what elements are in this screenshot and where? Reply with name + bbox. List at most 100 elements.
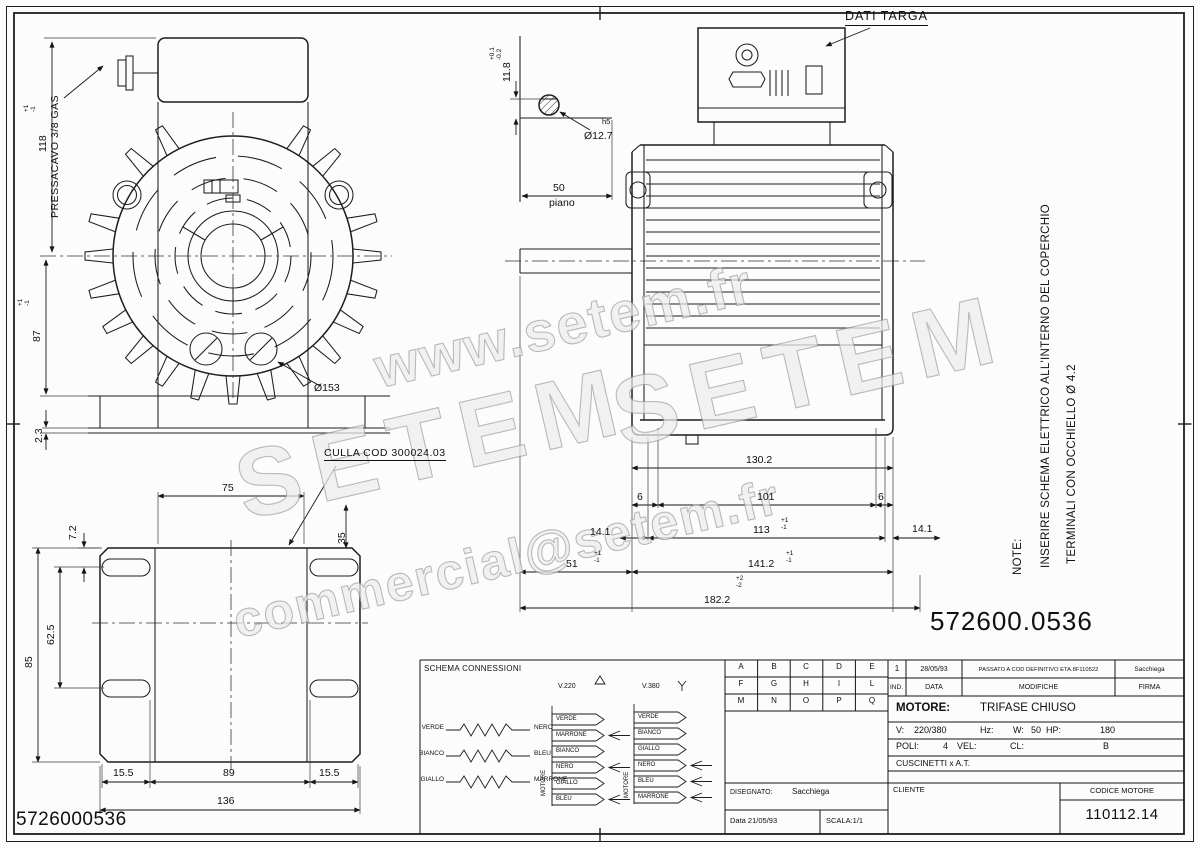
dim-label-6b: 6 bbox=[878, 491, 884, 503]
hz-label: Hz: bbox=[980, 725, 994, 735]
schema-connessioni-title: SCHEMA CONNESSIONI bbox=[424, 664, 522, 673]
v380-header: V.380 bbox=[642, 683, 660, 690]
dim-label-85: 85 bbox=[23, 656, 35, 668]
wire-label-verde: VERDE bbox=[421, 724, 444, 731]
tol-label-1412: +1 -1 bbox=[786, 550, 794, 564]
dim-label-118: 118 bbox=[37, 135, 49, 152]
disegnato-value: Sacchiega bbox=[792, 787, 830, 796]
rev-letter: L bbox=[869, 679, 875, 688]
dim-label-1302: 130.2 bbox=[746, 454, 773, 466]
rev-letter: F bbox=[738, 679, 744, 688]
dim-label-113: 113 bbox=[753, 524, 770, 536]
flat-word-label: piano bbox=[549, 197, 575, 209]
cl-value: B bbox=[1103, 741, 1110, 751]
dim-label-155a: 15.5 bbox=[113, 767, 134, 779]
poli-label: POLI: bbox=[896, 741, 920, 751]
cuscinetti-label: CUSCINETTI x A.T. bbox=[896, 758, 971, 768]
volt-value: 220/380 bbox=[914, 725, 947, 735]
bottom-view bbox=[92, 540, 368, 770]
v220-flag-2: MARRONE bbox=[556, 732, 587, 738]
v380-flag-3: GIALLO bbox=[638, 746, 660, 752]
cliente-label: CLIENTE bbox=[893, 785, 925, 794]
dim-label-89: 89 bbox=[223, 767, 235, 779]
header-firma: FIRMA bbox=[1138, 684, 1161, 691]
v380-flag-4: NERO bbox=[638, 762, 656, 768]
part-number: 572600.0536 bbox=[930, 606, 1093, 636]
data-label: Data 21/05/93 bbox=[730, 816, 778, 825]
hp-value: 180 bbox=[1100, 725, 1116, 735]
tol-label-1822: +2 -2 bbox=[736, 575, 744, 589]
dim-label-136: 136 bbox=[217, 795, 235, 807]
wire-label-nero: NERO bbox=[534, 724, 553, 731]
v220-flag-3: BIANCO bbox=[556, 748, 580, 754]
poli-value: 4 bbox=[943, 741, 949, 751]
wire-label-bleu: BLEU bbox=[534, 750, 551, 757]
dim-label-1412: 141.2 bbox=[748, 558, 775, 570]
tol-label-key-height: +0.1 -0.2 bbox=[489, 47, 503, 60]
dim-label-87: 87 bbox=[31, 330, 43, 342]
front-view bbox=[40, 37, 392, 434]
v380-flag-5: BLEU bbox=[638, 778, 654, 784]
note-line-2: TERMINALI CON OCCHIELLO Ø 4.2 bbox=[1066, 364, 1078, 564]
note-title: NOTE: bbox=[1012, 538, 1024, 575]
dim-label-141r: 14.1 bbox=[912, 523, 933, 535]
tol-label-118: +1 -1 bbox=[23, 104, 37, 112]
wire-label-bianco: BIANCO bbox=[419, 750, 444, 757]
revision-date: 28/05/93 bbox=[920, 666, 948, 673]
side-view bbox=[505, 27, 925, 445]
v380-motore-label: MOTORE bbox=[624, 771, 630, 798]
dim-label-75: 75 bbox=[222, 482, 234, 494]
dimension-lines bbox=[32, 27, 941, 814]
revision-description: PASSATO A COD DEFINITIVO ETA.8F110522 bbox=[978, 667, 1099, 673]
dim-label-dia153: Ø153 bbox=[314, 382, 340, 394]
footer-part-number: 5726000536 bbox=[16, 809, 127, 830]
shaft-key-detail bbox=[519, 36, 612, 202]
header-ind: IND. bbox=[890, 684, 903, 691]
dim-label-51: 51 bbox=[566, 558, 578, 570]
vel-label: VEL: bbox=[957, 741, 977, 751]
revision-signature: Sacchiega bbox=[1134, 666, 1165, 673]
titleblock-lines bbox=[419, 659, 1184, 834]
dim-label-155b: 15.5 bbox=[319, 767, 340, 779]
v220-flag-1: VERDE bbox=[556, 716, 577, 722]
hp-label: HP: bbox=[1046, 725, 1062, 735]
dim-label-625: 62.5 bbox=[45, 624, 57, 645]
dim-label-flat-len: 50 bbox=[553, 182, 565, 194]
tol-label-51: +1 -1 bbox=[594, 550, 602, 564]
dim-label-72: 7.2 bbox=[67, 525, 79, 540]
rev-letter: O bbox=[802, 696, 810, 705]
rev-letter: A bbox=[738, 662, 744, 671]
dim-label-101: 101 bbox=[757, 491, 775, 503]
disegnato-label: DISEGNATO: bbox=[730, 789, 773, 796]
dim-label-6a: 6 bbox=[637, 491, 643, 503]
rev-letter: B bbox=[771, 662, 777, 671]
v220-flag-5: GIALLO bbox=[556, 780, 578, 786]
cl-label: CL: bbox=[1010, 741, 1025, 751]
tol-label-87: +1 -1 bbox=[17, 298, 31, 306]
codice-motore-value: 110112.14 bbox=[1085, 806, 1159, 823]
v380-flag-2: BIANCO bbox=[638, 730, 662, 736]
rev-letter: N bbox=[771, 696, 777, 705]
rev-letter: I bbox=[837, 679, 841, 688]
volt-label: V: bbox=[896, 725, 905, 735]
motore-label: MOTORE: bbox=[896, 702, 951, 714]
rev-letter: P bbox=[836, 696, 842, 705]
dim-label-foot: 2.3 bbox=[33, 428, 45, 443]
watt-value: 50 bbox=[1031, 725, 1042, 735]
pressacavo-label: PRESSACAVO 3/8 GAS bbox=[49, 94, 61, 218]
tol-label-113: +1 -1 bbox=[781, 517, 789, 531]
dim-label-35: 35 bbox=[336, 532, 348, 544]
header-data: DATA bbox=[925, 684, 943, 691]
v380-flag-1: VERDE bbox=[638, 714, 659, 720]
rev-letter: D bbox=[836, 662, 842, 671]
v220-motore-label: MOTORE bbox=[541, 769, 547, 796]
motore-value: TRIFASE CHIUSO bbox=[980, 702, 1076, 714]
scala-label: SCALA:1/1 bbox=[826, 816, 864, 825]
shaft-fit-label: h5 bbox=[602, 117, 611, 126]
rev-letter: Q bbox=[868, 696, 876, 705]
wire-label-giallo: GIALLO bbox=[420, 776, 444, 783]
wiring-diagram bbox=[446, 675, 712, 806]
v220-header: V.220 bbox=[558, 683, 576, 690]
